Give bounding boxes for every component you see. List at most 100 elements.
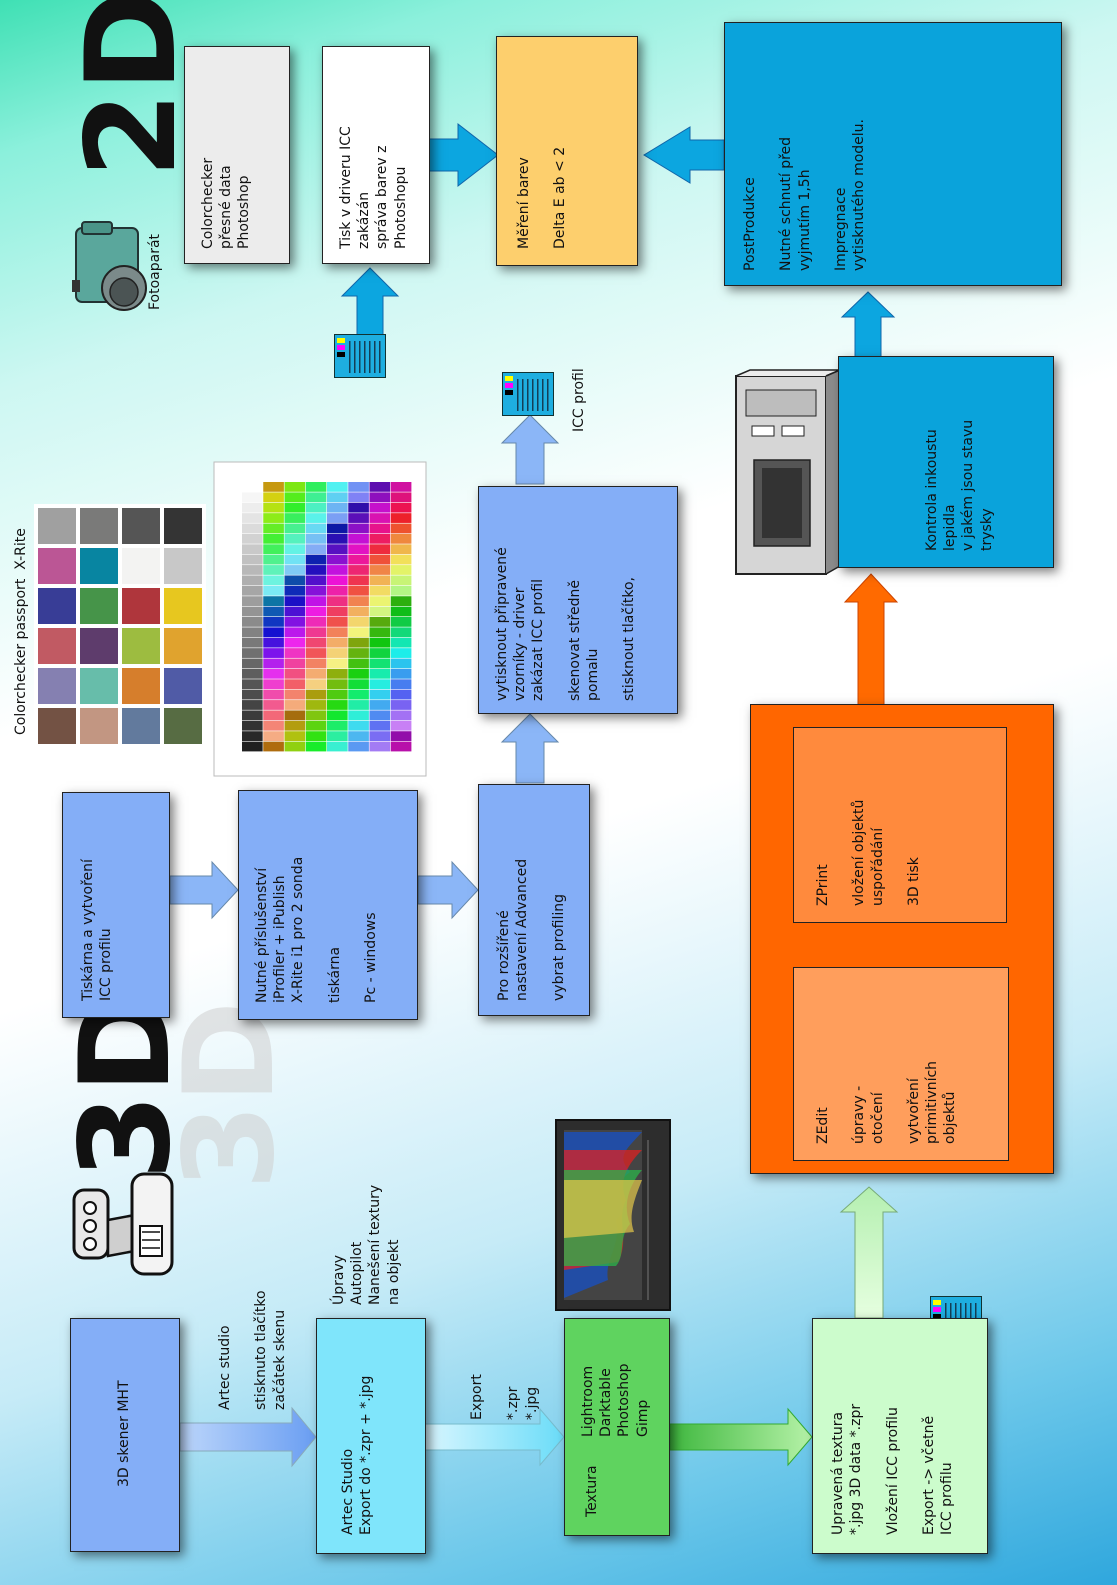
it8-patch bbox=[242, 637, 263, 648]
it8-patch bbox=[263, 700, 284, 710]
label-3d-reflection: 3D bbox=[158, 1000, 302, 1190]
it8-patch bbox=[327, 585, 348, 596]
it8-patch bbox=[284, 502, 306, 513]
it8-patch bbox=[242, 741, 263, 752]
it8-patch bbox=[327, 731, 348, 742]
arrow-advanced-to-samples bbox=[500, 713, 560, 784]
it8-patch bbox=[327, 700, 348, 710]
it8-patch bbox=[242, 731, 263, 742]
it8-patch bbox=[390, 544, 412, 555]
it8-patch bbox=[327, 710, 348, 721]
it8-patch bbox=[263, 731, 284, 742]
it8-patch bbox=[348, 648, 369, 658]
arrow-scanner-to-artec bbox=[179, 1406, 317, 1468]
it8-patch bbox=[305, 648, 327, 658]
measure-box: Měření barev Delta E ab < 2 bbox=[496, 36, 638, 266]
it8-patch bbox=[284, 513, 306, 523]
it8-patch bbox=[263, 741, 284, 752]
it8-patch bbox=[390, 585, 412, 596]
it8-patch bbox=[263, 492, 284, 503]
colorchecker-patch bbox=[164, 668, 202, 704]
it8-patch bbox=[242, 648, 263, 658]
it8-patch bbox=[284, 492, 306, 503]
it8-patch bbox=[369, 679, 391, 690]
print-icc-box: Tisk v driveru ICC zakázán správa barev … bbox=[322, 46, 430, 264]
it8-patch bbox=[369, 554, 391, 565]
it8-patch bbox=[348, 700, 369, 710]
it8-patch bbox=[327, 617, 348, 627]
it8-patch bbox=[284, 658, 306, 669]
colorchecker-patch bbox=[38, 508, 76, 544]
arrow-doc-to-print bbox=[340, 267, 400, 336]
it8-patch bbox=[284, 710, 306, 721]
it8-patch bbox=[327, 720, 348, 731]
it8-patch bbox=[369, 585, 391, 596]
it8-patch bbox=[242, 617, 263, 627]
it8-patch bbox=[327, 533, 348, 544]
it8-patch bbox=[327, 596, 348, 607]
it8-patch bbox=[390, 679, 412, 690]
camera-icon bbox=[72, 221, 147, 311]
it8-patch bbox=[327, 523, 348, 534]
arrow-printericc-to-accessories bbox=[169, 860, 239, 920]
it8-patch bbox=[284, 741, 306, 752]
it8-patch bbox=[263, 575, 284, 586]
colorchecker-patch bbox=[38, 628, 76, 664]
it8-patch bbox=[284, 523, 306, 534]
it8-patch bbox=[327, 606, 348, 617]
it8-patch bbox=[348, 627, 369, 638]
it8-patch bbox=[348, 585, 369, 596]
it8-patch bbox=[305, 482, 327, 492]
printer-icc-box: Tiskárna a vytvoření ICC profilu bbox=[62, 792, 170, 1018]
it8-patch bbox=[327, 689, 348, 700]
it8-patch bbox=[263, 617, 284, 627]
it8-patch bbox=[390, 689, 412, 700]
it8-patch bbox=[369, 648, 391, 658]
it8-patch bbox=[327, 741, 348, 752]
it8-patch bbox=[327, 492, 348, 503]
camera-label: Fotoaparát bbox=[147, 233, 163, 310]
it8-patch bbox=[263, 689, 284, 700]
it8-patch bbox=[369, 710, 391, 721]
artec-studio-label: Artec studio stisknuto tlačítko začátek … bbox=[217, 1290, 288, 1410]
it8-patch bbox=[242, 710, 263, 721]
colorchecker-patch bbox=[164, 708, 202, 744]
it8-patch bbox=[390, 648, 412, 658]
it8-target-chart bbox=[213, 461, 427, 777]
it8-patch bbox=[242, 720, 263, 731]
it8-patch bbox=[369, 627, 391, 638]
it8-patch bbox=[263, 544, 284, 555]
it8-patch bbox=[327, 544, 348, 555]
it8-patch bbox=[369, 482, 391, 492]
it8-patch bbox=[284, 565, 306, 575]
it8-patch bbox=[305, 658, 327, 669]
colorchecker-chart bbox=[34, 504, 206, 748]
it8-patch bbox=[305, 544, 327, 555]
it8-patch bbox=[369, 533, 391, 544]
it8-patch bbox=[348, 492, 369, 503]
it8-patch bbox=[242, 700, 263, 710]
colorchecker-patch bbox=[80, 588, 118, 624]
it8-patch bbox=[369, 700, 391, 710]
it8-patch bbox=[348, 575, 369, 586]
it8-patch bbox=[305, 565, 327, 575]
it8-patch bbox=[348, 679, 369, 690]
colorchecker-patch bbox=[38, 708, 76, 744]
it8-patch bbox=[369, 720, 391, 731]
it8-patch bbox=[348, 617, 369, 627]
it8-patch bbox=[390, 596, 412, 607]
it8-patch bbox=[263, 513, 284, 523]
it8-patch bbox=[390, 700, 412, 710]
colorchecker-patch bbox=[122, 628, 160, 664]
it8-patch bbox=[369, 544, 391, 555]
it8-patch bbox=[369, 617, 391, 627]
it8-patch bbox=[284, 617, 306, 627]
it8-patch bbox=[242, 668, 263, 679]
it8-patch bbox=[242, 523, 263, 534]
it8-patch bbox=[390, 720, 412, 731]
it8-patch bbox=[242, 658, 263, 669]
it8-patch bbox=[242, 513, 263, 523]
it8-patch bbox=[369, 668, 391, 679]
it8-patch bbox=[263, 679, 284, 690]
colorchecker-patch bbox=[122, 708, 160, 744]
